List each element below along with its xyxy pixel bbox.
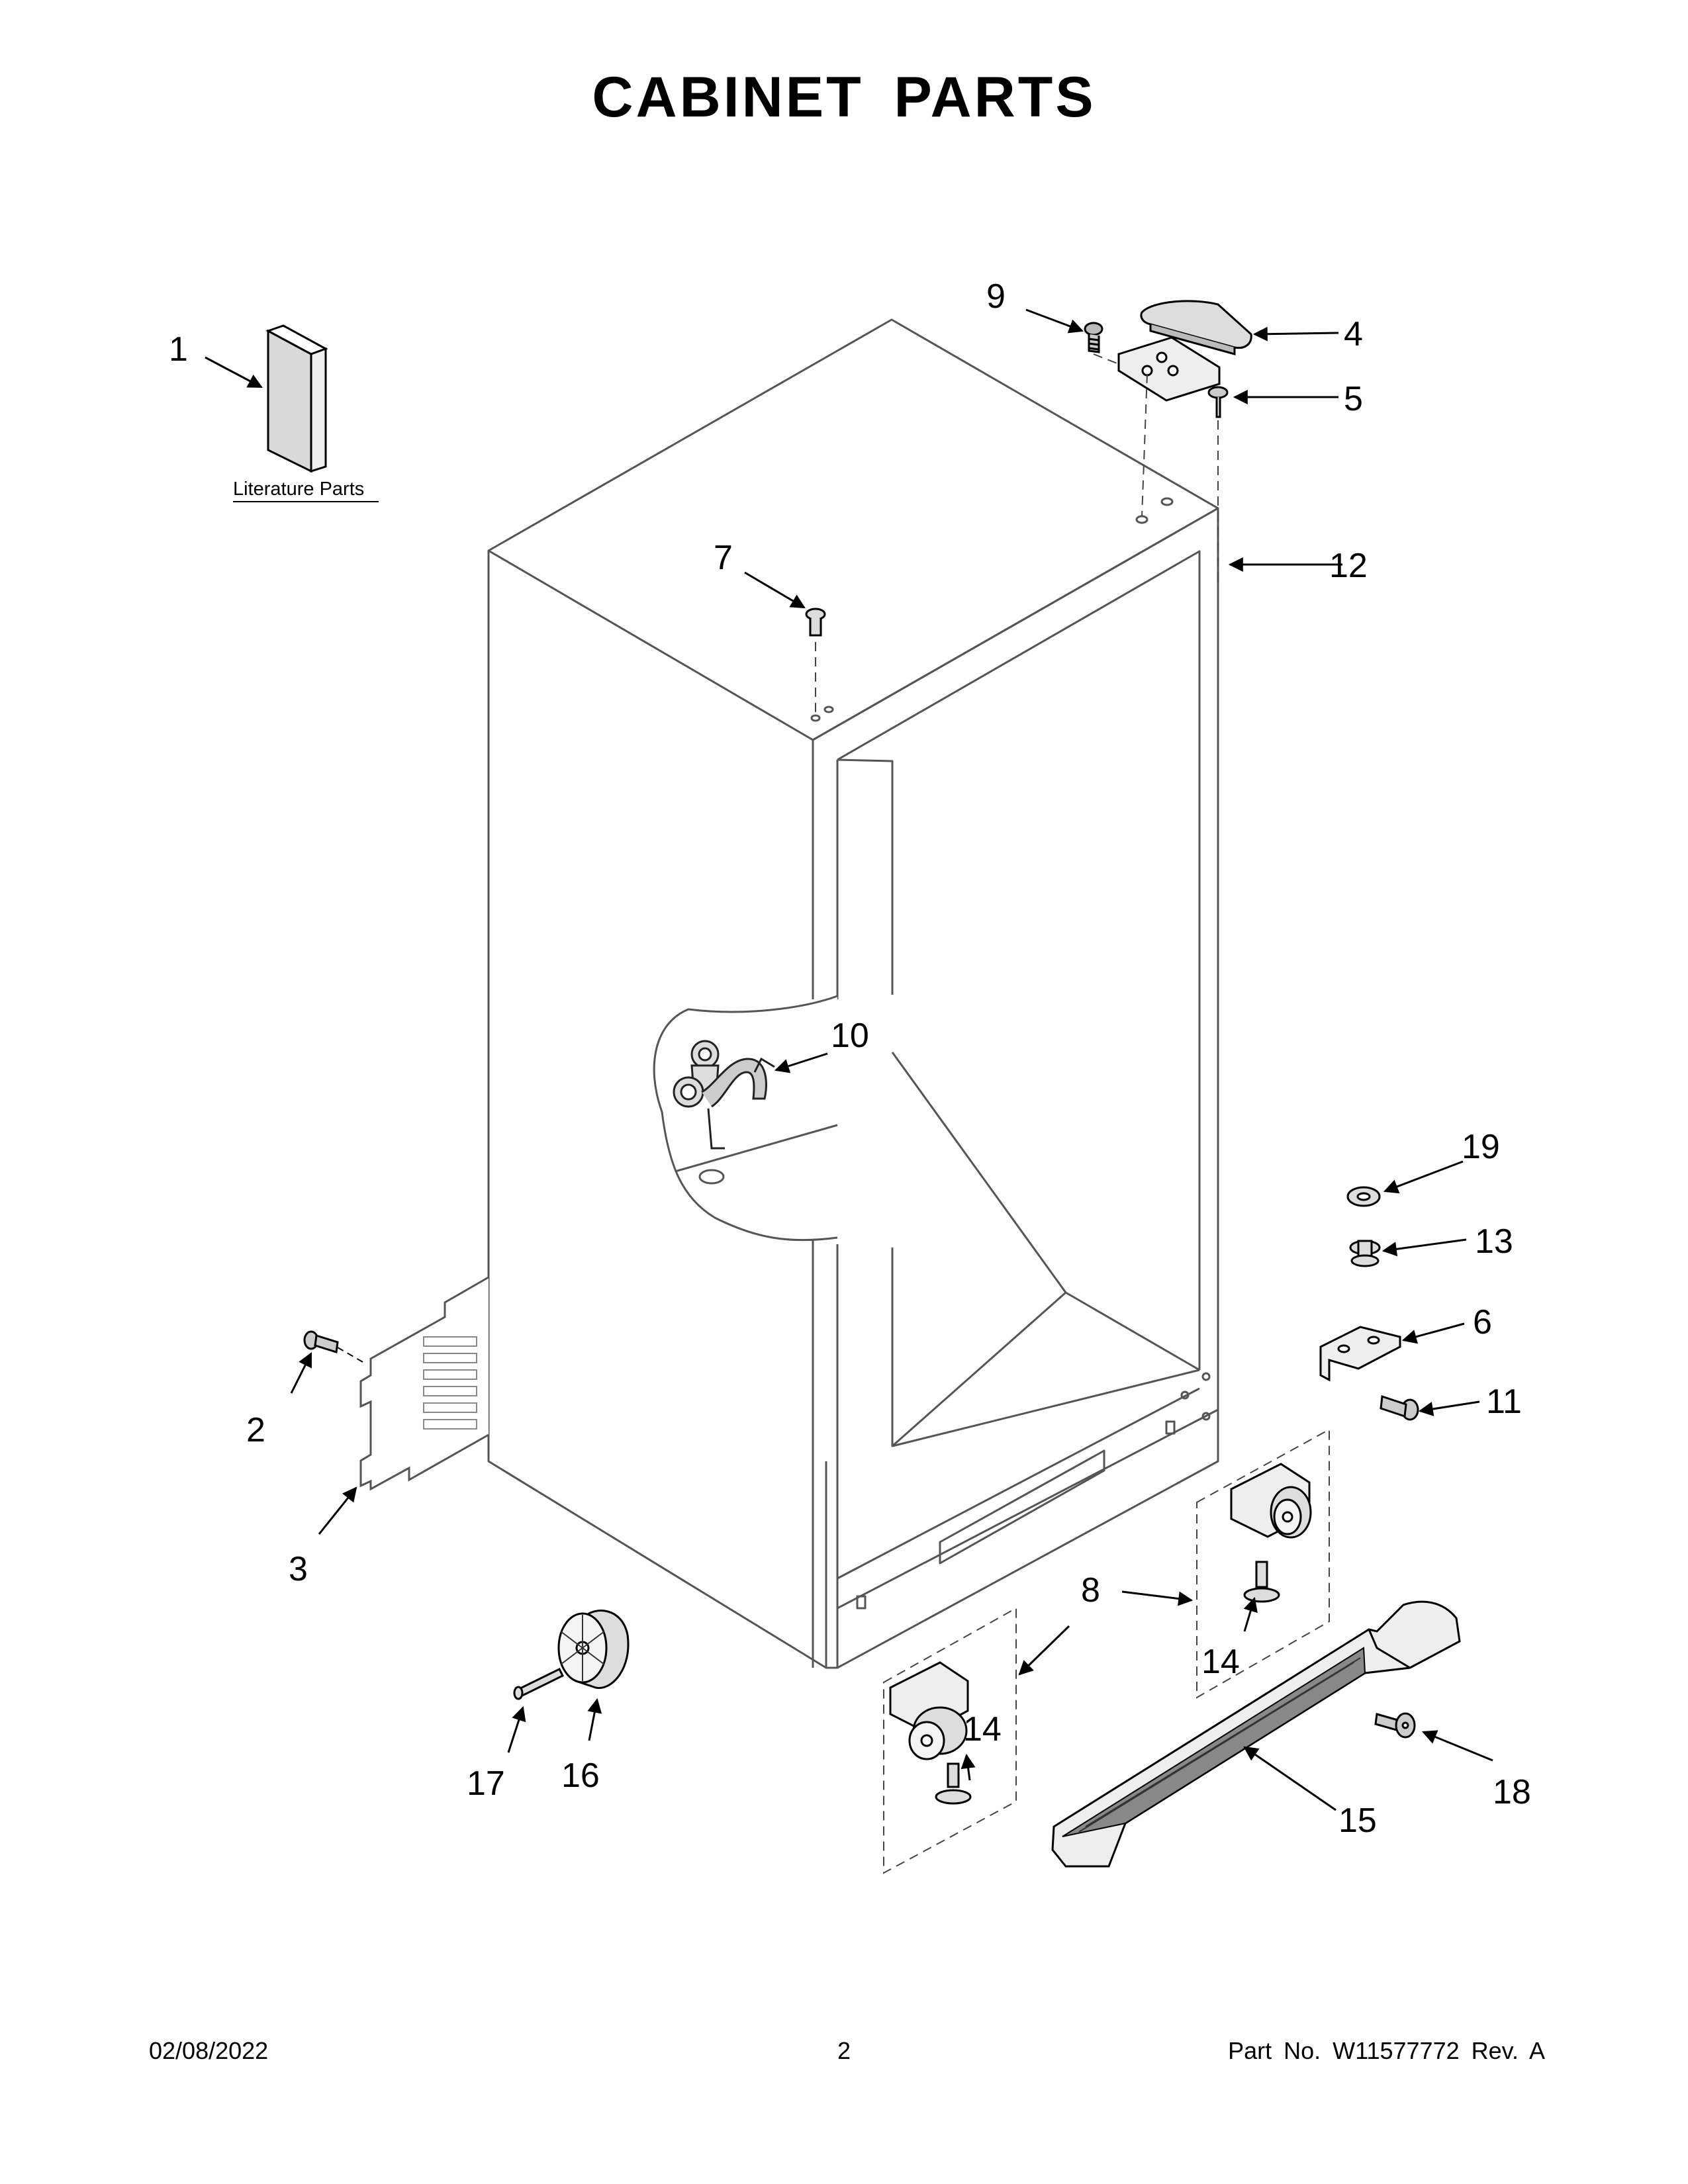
footer-part-number: Part No. W11577772 Rev. A [1228,2037,1545,2064]
callout-10: 10 [831,1017,869,1055]
leader-arrows [205,308,1493,1811]
screw-7 [805,608,826,637]
callout-17: 17 [467,1764,505,1803]
bracket-6 [1319,1326,1401,1382]
callout-5: 5 [1344,380,1363,418]
axle-17 [513,1667,565,1700]
literature-parts-label: Literature Parts [233,478,364,500]
callout-9: 9 [986,277,1006,316]
wheel-16 [557,1610,630,1689]
callout-15: 15 [1338,1801,1377,1840]
callout-16: 16 [561,1756,600,1795]
callout-12: 12 [1329,547,1368,585]
screw-18 [1374,1712,1416,1739]
washer-19 [1346,1186,1381,1207]
leveling-leg-right [1243,1561,1280,1603]
callout-11: 11 [1486,1383,1522,1421]
cutaway-view [653,995,838,1242]
callout-4: 4 [1344,315,1363,353]
footer-page-number: 2 [837,2037,851,2064]
callout-6: 6 [1473,1303,1492,1342]
rear-access-panel [359,1276,489,1491]
callout-3: 3 [289,1550,308,1588]
callout-13: 13 [1475,1222,1513,1261]
callout-8: 8 [1081,1571,1100,1610]
footer-date: 02/08/2022 [149,2037,269,2064]
callout-14-left: 14 [963,1710,1002,1749]
leveling-leg-left [935,1762,972,1805]
cabinet-body [487,318,1219,1669]
base-grille [1051,1600,1461,1868]
callout-14-right: 14 [1201,1643,1240,1681]
screw-11 [1380,1394,1419,1421]
pin-13 [1349,1240,1381,1267]
callout-1: 1 [169,330,188,369]
hinge-assembly-lines [815,353,1219,715]
caster-right [1230,1463,1312,1539]
screw-2 [303,1330,363,1363]
page-title: CABINET PARTS [592,66,1096,129]
callout-2: 2 [246,1411,265,1449]
caster-assembly-right [1196,1428,1330,1699]
callout-7: 7 [714,539,733,577]
callout-18: 18 [1493,1773,1531,1811]
literature-parts-booklet [265,324,328,473]
callout-19: 19 [1462,1128,1500,1166]
top-hinge [1084,300,1252,418]
drain-assembly [673,1040,775,1150]
caster-left [889,1661,969,1760]
